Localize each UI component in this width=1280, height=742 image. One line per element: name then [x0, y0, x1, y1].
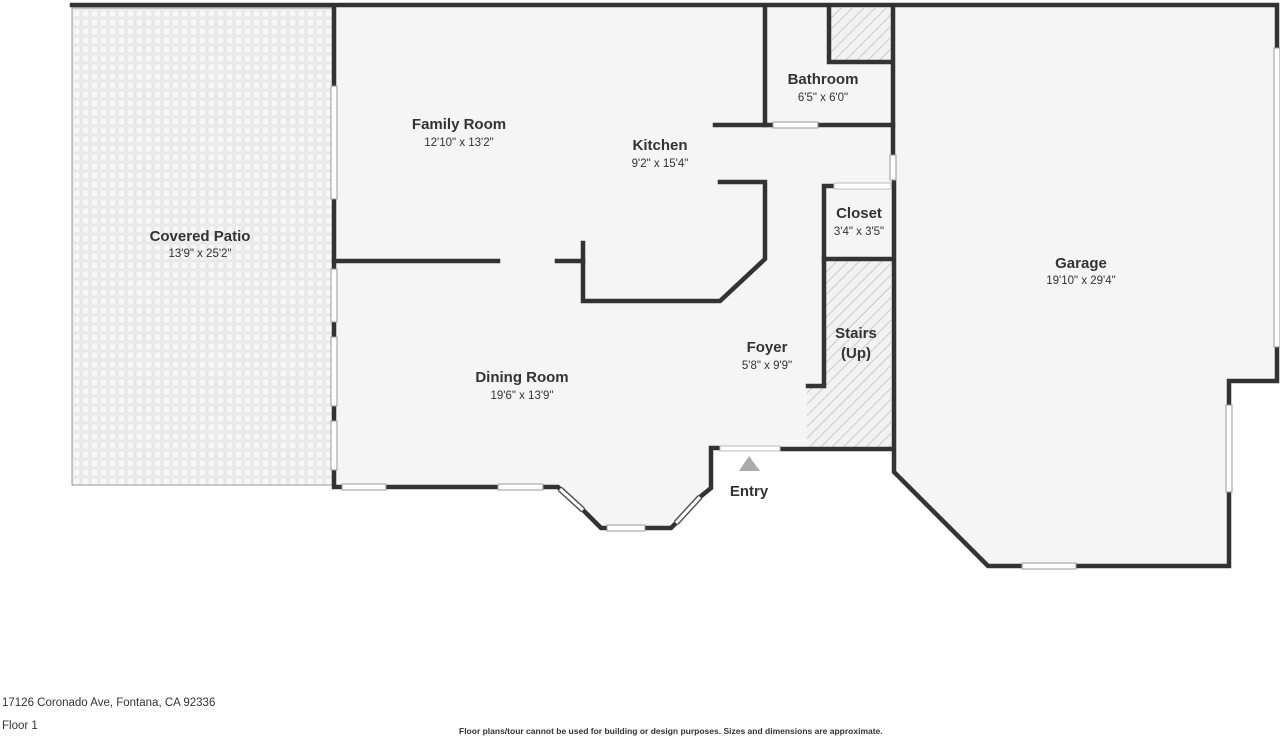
covered-patio-name: Covered Patio [150, 228, 251, 245]
entry-label: Entry [730, 483, 769, 500]
stairs-hatch [807, 259, 891, 448]
window [497, 483, 544, 491]
house-floor [334, 6, 893, 528]
bathroom-dims: 6'5" x 6'0" [798, 92, 848, 104]
window [330, 336, 338, 407]
garage-floor [893, 6, 1276, 566]
bathroom-fixture-hatch [829, 8, 891, 62]
floor-label: Floor 1 [2, 720, 38, 732]
family-room-name: Family Room [412, 116, 506, 133]
window [606, 524, 646, 532]
bay-wall-right [642, 519, 680, 531]
kitchen-counter-wall [580, 179, 768, 304]
closet-name: Closet [836, 205, 882, 222]
kitchen-name: Kitchen [632, 137, 687, 154]
garage-name: Garage [1055, 255, 1107, 272]
closet-door-opening [833, 182, 892, 190]
window [558, 487, 585, 512]
closet-dims: 3'4" x 3'5" [834, 226, 884, 238]
foyer-name: Foyer [747, 339, 788, 356]
closet-wall [821, 183, 894, 262]
window [772, 121, 819, 129]
window [889, 154, 897, 181]
covered-patio-dims: 13'9" x 25'2" [168, 248, 231, 260]
window [1225, 404, 1233, 493]
property-address: 17126 Coronado Ave, Fontana, CA 92336 [2, 697, 216, 709]
window [330, 420, 338, 471]
window [1273, 47, 1280, 348]
disclaimer-text: Floor plans/tour cannot be used for buil… [459, 726, 883, 736]
window [341, 483, 387, 491]
garage-wall-right [1226, 344, 1280, 408]
window [1021, 562, 1077, 570]
covered-patio-area [71, 7, 335, 486]
bathroom-fixture-wall [826, 3, 894, 65]
bay-wall-left [579, 506, 610, 531]
stairs-name: Stairs [835, 325, 877, 342]
exterior-wall-top [69, 2, 1280, 51]
entry-door-opening [719, 445, 781, 452]
house-left-wall-bottom [331, 467, 345, 490]
foyer-front-wall [696, 445, 723, 501]
foyer-dims: 5'8" x 9'9" [742, 360, 792, 372]
bathroom-name: Bathroom [788, 71, 859, 88]
entry-arrow-icon [739, 456, 760, 471]
family-room-dims: 12'10" x 13'2" [424, 137, 493, 149]
window [674, 495, 702, 525]
window [330, 268, 338, 323]
dining-bottom-wall-2 [540, 484, 564, 493]
stairs-left-wall [805, 256, 827, 389]
window [330, 85, 338, 200]
garage-wall-lower [1073, 489, 1232, 569]
dining-room-name: Dining Room [475, 369, 568, 386]
garage-dims: 19'10" x 29'4" [1046, 275, 1115, 287]
dining-room-dims: 19'6" x 13'9" [490, 390, 553, 402]
garage-wall-bottom-left [891, 177, 1025, 569]
kitchen-dims: 9'2" x 15'4" [632, 158, 689, 170]
stairs-direction: (Up) [841, 345, 871, 362]
